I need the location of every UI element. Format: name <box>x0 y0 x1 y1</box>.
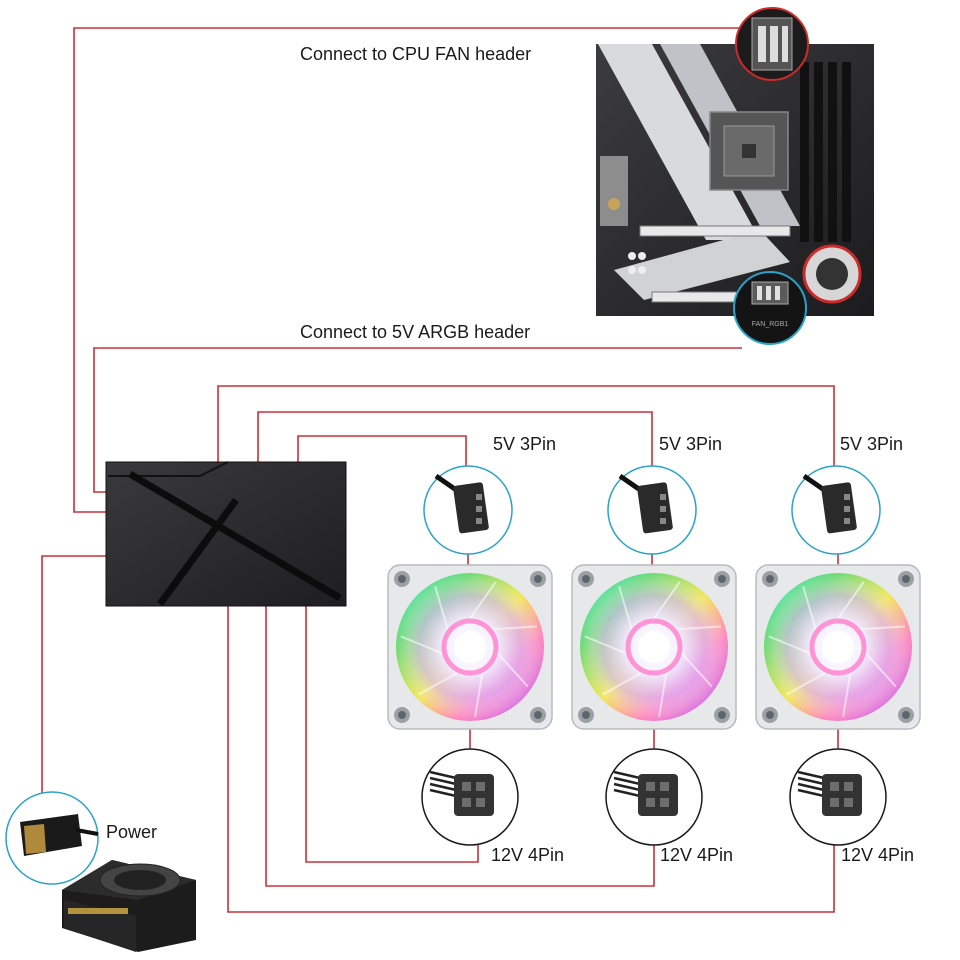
wire-argb-fan-2 <box>257 411 653 468</box>
argb-connector-callout-1 <box>423 465 513 555</box>
argb-connector-callout-2 <box>607 465 697 555</box>
fan-3 <box>755 564 921 730</box>
argb-pwm-hub <box>105 461 347 607</box>
wire-argb <box>93 347 742 493</box>
label-fan-3-pwm: 12V 4Pin <box>841 845 915 865</box>
wire-pwm-fan-1 <box>305 606 479 863</box>
label-fan-1-pwm: 12V 4Pin <box>491 845 565 865</box>
cpu-fan-header-callout <box>735 7 809 81</box>
wire-pwm-fan-3 <box>227 606 835 913</box>
label-cpu-fan-header: Connect to CPU FAN header <box>300 44 532 64</box>
pwm-connector-callout-1 <box>421 748 519 846</box>
wire-pwm-fan-2 <box>265 606 655 887</box>
sata-power-callout <box>5 791 99 885</box>
fan-2 <box>571 564 737 730</box>
label-fan-2-pwm: 12V 4Pin <box>660 845 734 865</box>
power-supply <box>62 860 196 952</box>
label-argb-header: Connect to 5V ARGB header <box>300 322 531 342</box>
wiring <box>41 27 839 913</box>
wire-argb-fan-1 <box>297 435 467 468</box>
argb-header-callout: FAN_RGB1 <box>733 271 807 345</box>
label-fan-2-argb: 5V 3Pin <box>659 434 723 454</box>
argb-connector-callout-3 <box>791 465 881 555</box>
label-fan-1-argb: 5V 3Pin <box>493 434 557 454</box>
pwm-connector-callout-3 <box>789 748 887 846</box>
motherboard <box>596 44 874 316</box>
pwm-connector-callout-2 <box>605 748 703 846</box>
label-fan-3-argb: 5V 3Pin <box>840 434 904 454</box>
fans <box>387 465 921 846</box>
wire-power <box>41 555 106 800</box>
svg-text:FAN_RGB1: FAN_RGB1 <box>752 321 789 328</box>
label-power: Power <box>106 822 158 842</box>
fan-1 <box>387 564 553 730</box>
wire-argb-fan-3 <box>217 385 835 468</box>
wire-cpu-fan <box>73 27 748 513</box>
